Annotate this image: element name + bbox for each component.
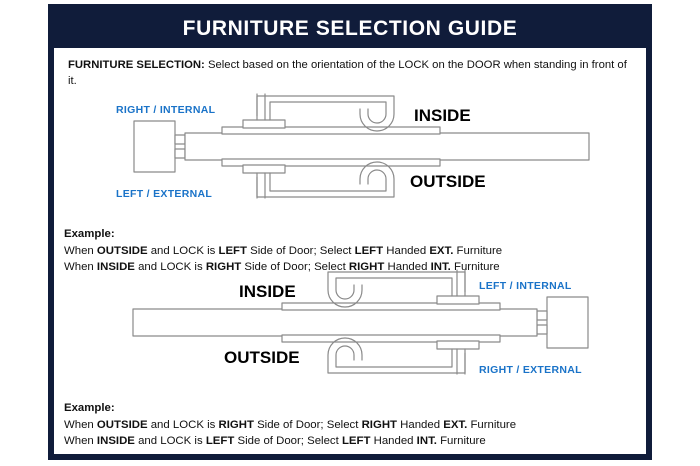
lower-lever-inner — [335, 345, 453, 368]
top-diagram-lock-label-external: LEFT / EXTERNAL — [116, 188, 213, 200]
lower-lever-outer — [256, 161, 395, 198]
upper-lever-inner — [335, 277, 453, 300]
bottom-door-diagram — [54, 269, 646, 400]
bottom-diagram-outside-label: OUTSIDE — [224, 348, 300, 367]
lock-case — [546, 296, 589, 349]
lower-escutcheon-plate — [221, 158, 441, 167]
page-title: FURNITURE SELECTION GUIDE — [182, 17, 518, 40]
top-diagram-lock-label-internal: RIGHT / INTERNAL — [116, 104, 216, 116]
example-top-heading: Example: — [64, 228, 115, 240]
example-block-top: Example: When OUTSIDE and LOCK is LEFT S… — [64, 226, 640, 276]
lock-case — [133, 120, 176, 173]
lower-rose — [242, 164, 286, 174]
top-diagram-outside-label: OUTSIDE — [410, 172, 486, 191]
top-diagram-inside-label: INSIDE — [414, 106, 471, 125]
upper-escutcheon-plate — [281, 302, 501, 311]
lower-rose — [436, 340, 480, 350]
example-top-line-2: When INSIDE and LOCK is RIGHT Side of Do… — [64, 261, 500, 274]
upper-lever-outer — [256, 95, 395, 132]
bottom-diagram-lock-label-external: RIGHT / EXTERNAL — [479, 364, 582, 376]
top-door-diagram — [54, 93, 646, 224]
example-bottom-line-2: When INSIDE and LOCK is LEFT Side of Doo… — [64, 435, 486, 448]
guide-frame: FURNITURE SELECTION GUIDE FURNITURE SELE… — [48, 4, 652, 460]
upper-lever-inner — [269, 101, 387, 124]
lower-lever-inner — [269, 169, 387, 192]
door-rail — [184, 132, 590, 161]
bottom-diagram-inside-label: INSIDE — [239, 282, 296, 301]
example-bottom-line-1: When OUTSIDE and LOCK is RIGHT Side of D… — [64, 418, 517, 431]
example-block-bottom: Example: When OUTSIDE and LOCK is RIGHT … — [64, 400, 640, 450]
intro-body: Select based on the orientation of the L… — [68, 59, 627, 88]
upper-rose — [436, 295, 480, 305]
upper-rose — [242, 119, 286, 129]
bottom-diagram-lock-label-internal: LEFT / INTERNAL — [479, 280, 572, 292]
intro-text: FURNITURE SELECTION: Select based on the… — [68, 57, 638, 89]
upper-escutcheon-plate — [221, 126, 441, 135]
example-bottom-heading: Example: — [64, 402, 115, 414]
lower-escutcheon-plate — [281, 334, 501, 343]
door-rail — [132, 308, 538, 337]
lower-lever-outer — [327, 337, 466, 374]
intro-label: FURNITURE SELECTION: — [68, 59, 205, 71]
upper-lever-outer — [327, 271, 466, 308]
example-top-line-1: When OUTSIDE and LOCK is LEFT Side of Do… — [64, 244, 503, 257]
guide-panel: FURNITURE SELECTION: Select based on the… — [54, 48, 646, 454]
